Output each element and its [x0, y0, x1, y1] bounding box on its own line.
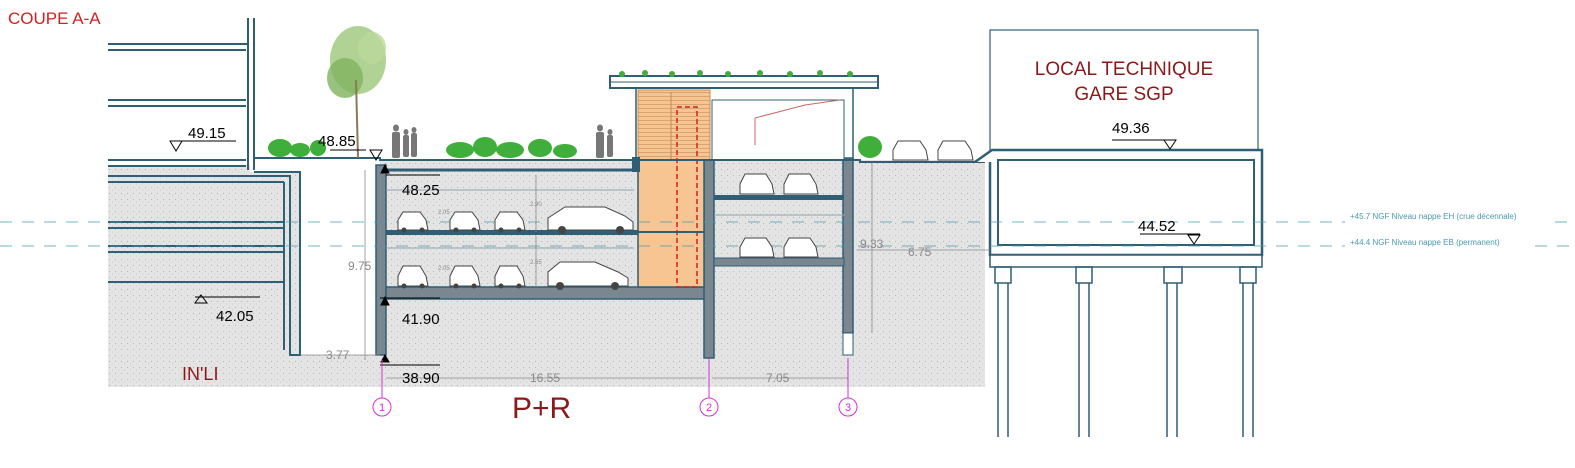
dim-2-65: 2.65: [530, 260, 542, 266]
ground-under-pr: [385, 300, 855, 387]
ground-right: [860, 160, 985, 387]
axis-bubbles: [372, 397, 858, 417]
ground-surface: [254, 157, 985, 163]
local-technique-label-1: LOCAL TECHNIQUE: [1035, 59, 1213, 80]
dim-2-90: 2.90: [530, 202, 542, 208]
axis-label-2: 2: [706, 402, 712, 414]
core: [609, 75, 879, 288]
pr-label: P+R: [512, 392, 571, 425]
car-row-lower: [397, 261, 629, 287]
dim-2-05-b: 2.05: [438, 266, 450, 272]
dim-2-05-a: 2.05: [438, 210, 450, 216]
local-technique: [974, 29, 1264, 437]
local-technique-label-2: GARE SGP: [1074, 84, 1173, 105]
inli-building: [108, 18, 301, 356]
dim-3-77: 3.77: [326, 348, 350, 362]
level-38-90: 38.90: [402, 370, 440, 387]
water-lines: [0, 221, 1575, 247]
car-row-upper: [397, 206, 634, 231]
level-48-25: 48.25: [402, 182, 440, 199]
people: [392, 124, 613, 158]
axis-label-1: 1: [379, 402, 385, 414]
car-row-right: [739, 140, 974, 258]
inli-label: IN'LI: [182, 364, 218, 384]
axis-label-3: 3: [845, 402, 851, 414]
level-42-05: 42.05: [216, 308, 254, 325]
level-41-90: 41.90: [402, 311, 440, 328]
pr-structure: [375, 99, 854, 359]
dim-9-75: 9.75: [348, 259, 372, 273]
vegetation: [268, 26, 882, 159]
water-level-eb: +44.4 NGF Niveau nappe EB (permanent): [1350, 238, 1500, 247]
level-49-36: 49.36: [1112, 120, 1150, 137]
dim-9-33: 9.33: [860, 237, 884, 251]
dim-6-75: 6.75: [908, 245, 932, 259]
level-44-52: 44.52: [1138, 218, 1176, 235]
dimension-lines: [300, 162, 990, 379]
drawing-title: COUPE A-A: [8, 9, 101, 28]
water-level-eh: +45.7 NGF Niveau nappe EH (crue décennal…: [1350, 212, 1517, 221]
level-49-15: 49.15: [188, 125, 226, 142]
axis-lines: [381, 358, 849, 398]
level-markers: [169, 139, 1201, 366]
level-48-85: 48.85: [318, 133, 356, 150]
cars: [397, 140, 974, 290]
dim-16-55: 16.55: [530, 371, 560, 385]
dim-7-05: 7.05: [766, 371, 790, 385]
